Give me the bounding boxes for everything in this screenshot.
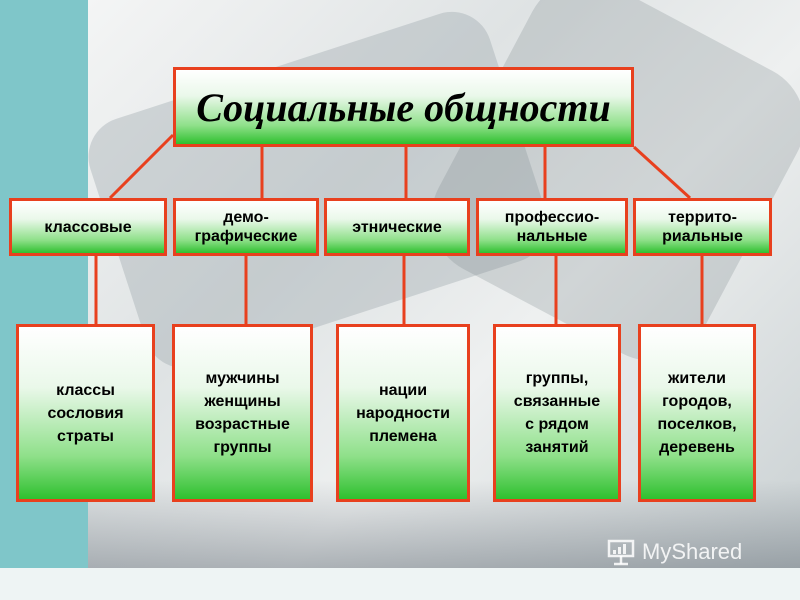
category-box-territorial: террито- риальные: [633, 198, 772, 256]
example-text: классы сословия страты: [47, 381, 124, 445]
example-text: группы, связанные с рядом занятий: [513, 370, 601, 456]
category-label: демо- графические: [194, 209, 298, 245]
diagram-title: Социальные общности: [196, 84, 611, 130]
category-box-ethnic: этнические: [324, 198, 470, 256]
category-box-class: классовые: [9, 198, 167, 256]
example-text: жители городов, поселков, деревень: [657, 370, 737, 456]
watermark-text: MyShared: [642, 539, 743, 564]
example-box-ethnic: нации народности племена: [336, 324, 470, 502]
bottom-strip: [0, 568, 800, 600]
category-box-professional: профессио- нальные: [476, 198, 628, 256]
connector-line: [108, 133, 175, 200]
example-box-class: классы сословия страты: [16, 324, 155, 502]
presentation-board-icon: [607, 539, 635, 566]
example-text: нации народности племена: [356, 381, 450, 445]
connector-line: [632, 145, 692, 200]
category-label: профессио- нальные: [504, 209, 600, 245]
example-box-demographic: мужчины женщины возрастные группы: [172, 324, 313, 502]
category-box-demographic: демо- графические: [173, 198, 319, 256]
example-text: мужчины женщины возрастные группы: [195, 370, 290, 456]
category-label: террито- риальные: [662, 209, 743, 245]
category-label: классовые: [44, 218, 132, 236]
diagram-title-box: Социальные общности: [173, 67, 634, 147]
example-box-professional: группы, связанные с рядом занятий: [493, 324, 621, 502]
watermark: MyShared: [606, 538, 742, 566]
category-label: этнические: [352, 218, 442, 236]
example-box-territorial: жители городов, поселков, деревень: [638, 324, 756, 502]
